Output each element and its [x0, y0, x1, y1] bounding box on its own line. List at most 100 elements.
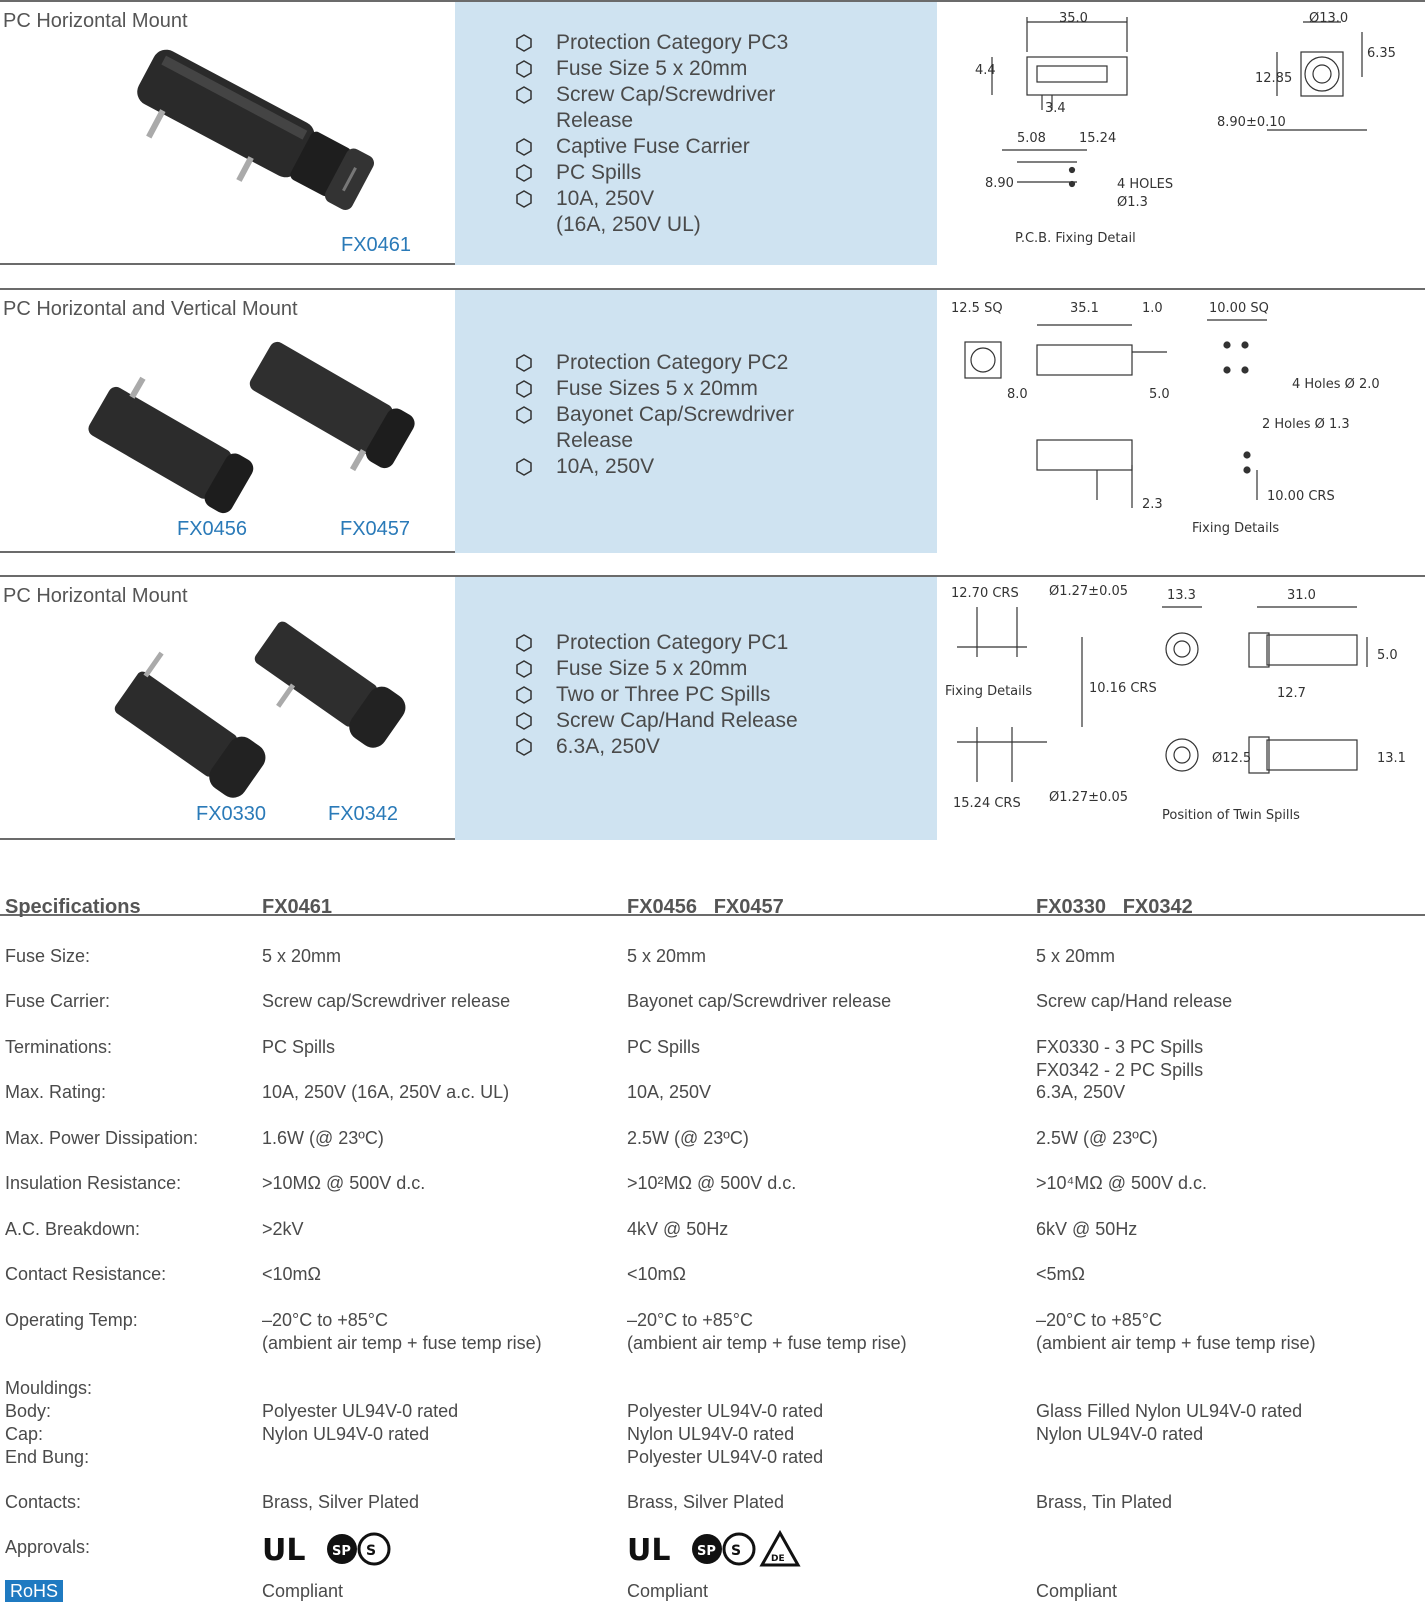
hexagon-bullet-icon — [516, 34, 532, 52]
dimension-label: 10.16 CRS — [1089, 681, 1157, 696]
semko-mark-icon: S — [357, 1532, 391, 1566]
spec-label: Fuse Size: — [5, 946, 91, 966]
dimension-label: 4.4 — [975, 63, 996, 78]
spec-label: Fuse Carrier: — [5, 991, 111, 1011]
dimension-label: Ø12.5 — [1212, 751, 1251, 766]
spec-value: >10MΩ @ 500V d.c. — [262, 1173, 426, 1193]
dimension-label: 2.3 — [1142, 497, 1163, 512]
svg-text:S: S — [731, 1543, 741, 1559]
spec-value: 2.5W (@ 23ºC) — [1036, 1128, 1158, 1148]
spec-value: Compliant — [627, 1581, 709, 1601]
svg-text:SP: SP — [332, 1544, 351, 1559]
ul-mark-icon: UL — [262, 1533, 305, 1568]
spec-value: 5 x 20mm — [627, 946, 707, 966]
spec-value: >10⁴MΩ @ 500V d.c. — [1036, 1173, 1208, 1193]
dimension-label: 15.24 — [1079, 131, 1116, 146]
product-image-panel: PC Horizontal Mount FX0461 — [0, 2, 455, 265]
feature-item-continued: Release — [556, 429, 634, 452]
hexagon-bullet-icon — [516, 60, 532, 78]
dimension-label: 2 Holes Ø 1.3 — [1262, 417, 1350, 432]
hexagon-bullet-icon — [516, 634, 532, 652]
dimension-drawing: 12.5 SQ 35.1 1.0 10.00 SQ 8.0 5.0 4 Hole… — [937, 290, 1425, 553]
spec-value: Polyester UL94V-0 rated Nylon UL94V-0 ra… — [262, 1401, 459, 1444]
spec-label: Approvals: — [5, 1537, 91, 1557]
spec-header: FX0461 — [262, 896, 333, 918]
hexagon-bullet-icon — [516, 458, 532, 476]
spec-value: <10mΩ — [262, 1264, 321, 1284]
drawing-caption: Fixing Details — [945, 684, 1032, 699]
feature-item: Protection Category PC3 — [515, 30, 788, 56]
hexagon-bullet-icon — [516, 86, 532, 104]
dimension-label: 12.5 SQ — [951, 301, 1003, 316]
dimension-label: 8.90±0.10 — [1217, 115, 1286, 130]
spec-value: <5mΩ — [1036, 1264, 1085, 1284]
svg-text:S: S — [366, 1543, 376, 1559]
feature-item: Bayonet Cap/Screwdriver — [515, 402, 794, 428]
fuse-holder-photo — [114, 621, 406, 798]
hexagon-bullet-icon — [516, 686, 532, 704]
feature-item: 10A, 250V — [515, 454, 794, 480]
dimension-label: 8.90 — [985, 176, 1014, 191]
mount-title: PC Horizontal Mount — [3, 585, 188, 607]
technical-drawing: 35.0 Ø13.0 6.35 12.85 4.4 3.4 5.08 15.24… — [975, 11, 1396, 246]
product-code: FX0330 — [196, 803, 267, 825]
dimension-label: 13.1 — [1377, 751, 1406, 766]
spec-value: PC Spills — [262, 1037, 336, 1057]
spec-value: 5 x 20mm — [1036, 946, 1116, 966]
hexagon-bullet-icon — [516, 138, 532, 156]
hexagon-bullet-icon — [516, 380, 532, 398]
ul-mark-icon: UL — [627, 1533, 670, 1568]
mount-title: PC Horizontal and Vertical Mount — [3, 298, 298, 320]
spec-value: 10A, 250V — [627, 1082, 712, 1102]
feature-item: Captive Fuse Carrier — [515, 134, 788, 160]
features-panel: Protection Category PC3 Fuse Size 5 x 20… — [455, 2, 937, 265]
spec-label: Mouldings: Body: Cap: End Bung: — [5, 1378, 93, 1467]
drawing-caption: Fixing Details — [1192, 521, 1279, 536]
spec-header: Specifications — [5, 896, 141, 918]
dimension-label: 4 HOLES — [1117, 177, 1173, 192]
spec-label: Contacts: — [5, 1492, 82, 1512]
spec-header-row: Specifications FX0461 FX0456 FX0457 FX03… — [0, 880, 1425, 918]
feature-item-continued: Release — [556, 109, 634, 132]
spec-value: Compliant — [262, 1581, 344, 1601]
feature-list: Protection Category PC1 Fuse Size 5 x 20… — [515, 630, 798, 760]
feature-list: Protection Category PC3 Fuse Size 5 x 20… — [515, 30, 788, 238]
feature-item: Fuse Size 5 x 20mm — [515, 56, 788, 82]
divider — [0, 263, 455, 265]
feature-item: Screw Cap/Hand Release — [515, 708, 798, 734]
product-code: FX0461 — [341, 234, 412, 256]
spec-value: Screw cap/Hand release — [1036, 991, 1233, 1011]
feature-item: Two or Three PC Spills — [515, 682, 798, 708]
dimension-label: 12.7 — [1277, 686, 1306, 701]
spec-value: 6.3A, 250V — [1036, 1082, 1126, 1102]
dimension-label: Ø1.3 — [1117, 195, 1148, 210]
feature-item: Screw Cap/Screwdriver — [515, 82, 788, 108]
hexagon-bullet-icon — [516, 738, 532, 756]
dimension-label: Ø13.0 — [1309, 11, 1348, 26]
drawing-caption: P.C.B. Fixing Detail — [1015, 231, 1136, 246]
spec-value: 1.6W (@ 23ºC) — [262, 1128, 384, 1148]
dimension-label: 5.0 — [1149, 387, 1170, 402]
dimension-drawing: 12.70 CRS Ø1.27±0.05 13.3 31.0 5.0 Fixin… — [937, 577, 1425, 840]
divider — [0, 551, 455, 553]
spec-value: >2kV — [262, 1219, 304, 1239]
svg-text:UL: UL — [627, 1533, 670, 1568]
dimension-label: 31.0 — [1287, 588, 1316, 603]
spec-label: A.C. Breakdown: — [5, 1219, 141, 1239]
spec-value: –20°C to +85°C (ambient air temp + fuse … — [262, 1310, 542, 1353]
dimension-label: 10.00 SQ — [1209, 301, 1269, 316]
hexagon-bullet-icon — [516, 660, 532, 678]
dimension-label: 6.35 — [1367, 46, 1396, 61]
approval-logos: UL SP S DE — [627, 1530, 801, 1568]
dimension-label: 12.70 CRS — [951, 586, 1019, 601]
spec-value: Bayonet cap/Screwdriver release — [627, 991, 892, 1011]
dimension-label: Ø1.27±0.05 — [1049, 790, 1128, 805]
svg-text:SP: SP — [697, 1544, 716, 1559]
dimension-label: 1.0 — [1142, 301, 1163, 316]
divider — [0, 838, 455, 840]
dimension-label: 10.00 CRS — [1267, 489, 1335, 504]
technical-drawing: 12.5 SQ 35.1 1.0 10.00 SQ 8.0 5.0 4 Hole… — [951, 301, 1380, 536]
technical-drawing: 12.70 CRS Ø1.27±0.05 13.3 31.0 5.0 Fixin… — [945, 584, 1406, 823]
spec-label: Contact Resistance: — [5, 1264, 167, 1284]
spec-value: –20°C to +85°C (ambient air temp + fuse … — [1036, 1310, 1316, 1353]
